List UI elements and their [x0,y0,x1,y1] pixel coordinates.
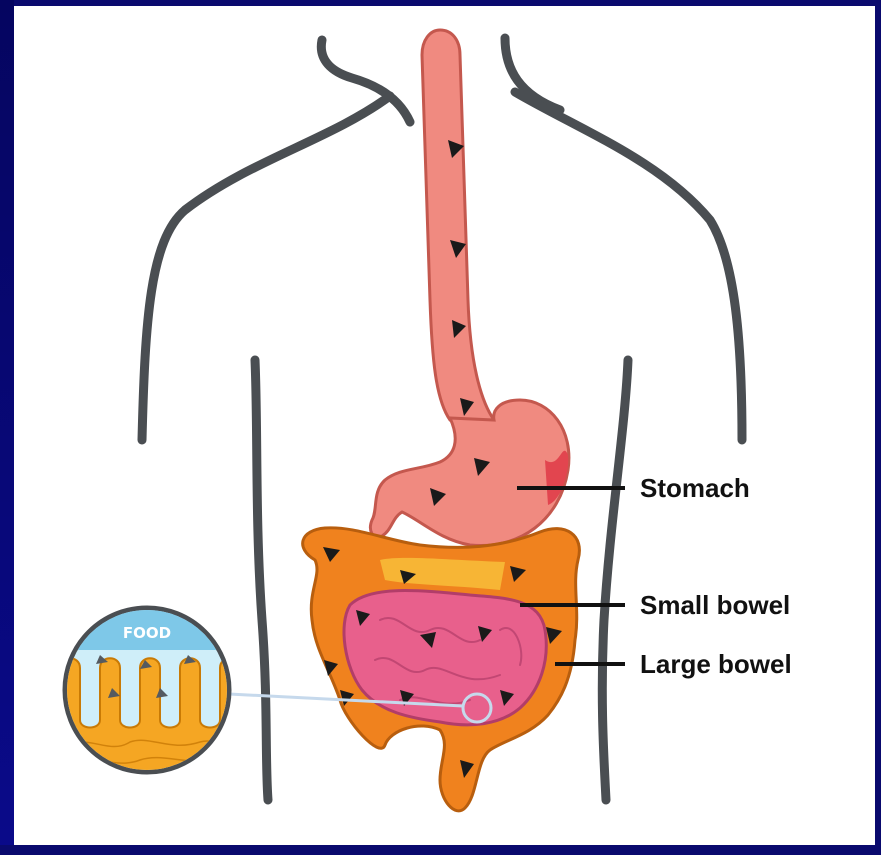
shoulder-left-outline [142,96,390,440]
small-bowel-label: Small bowel [640,590,790,620]
stomach-label: Stomach [640,473,750,503]
inset-food-label: FOOD [123,624,171,642]
villi-inset: FOOD [60,608,240,780]
torso-right-outline [602,360,628,800]
torso-left-outline [255,360,268,800]
stomach [370,400,568,546]
large-bowel-label: Large bowel [640,649,792,679]
esophagus [422,30,494,420]
